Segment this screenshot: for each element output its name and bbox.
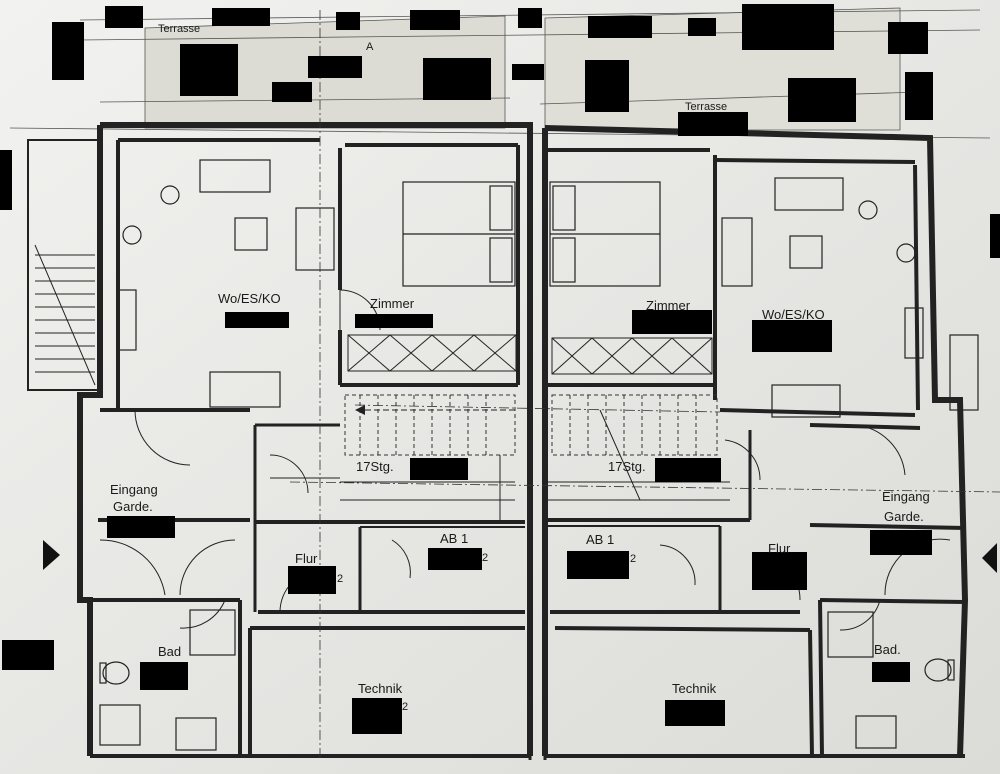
terrace-right-label: Terrasse [685, 101, 728, 113]
tech-left-label: Technik [358, 681, 403, 696]
exterior-stair-left [27, 139, 99, 391]
hall-right-label: Flur [768, 541, 791, 556]
entry-arrow-left-icon [982, 543, 997, 573]
interior-stair-right [551, 394, 718, 456]
tech-right-label: Technik [672, 681, 717, 696]
wardrobe-right [551, 337, 713, 375]
bath-right-label: Bad. [874, 642, 901, 657]
room-right-label: Zimmer [646, 298, 691, 313]
living-right-label: Wo/ES/KO [762, 307, 825, 322]
stairs-right-label: 17Stg. [608, 459, 646, 474]
bed-icon [402, 181, 516, 287]
store-left-label: AB 1 [440, 531, 469, 546]
store-left-unit: 2 [482, 552, 489, 564]
washbasin-icon [855, 715, 897, 749]
hall-left-label: Flur [295, 551, 318, 566]
wardrobe-left [347, 334, 517, 372]
living-furniture-right [721, 177, 979, 418]
entry-left-label: Eingang [110, 482, 158, 497]
chair-icon [160, 185, 180, 205]
tech-left-unit: 2 [402, 701, 409, 713]
room-left-label: Zimmer [370, 296, 415, 311]
entry-right-label: Eingang [882, 489, 930, 504]
stairs-left-label: 17Stg. [356, 459, 394, 474]
toilet-icon [102, 661, 130, 685]
hall-left-unit: 2 [337, 573, 344, 585]
living-furniture-left [117, 159, 335, 408]
bed-icon [549, 181, 661, 287]
terrace-left-label: Terrasse [158, 23, 201, 35]
wardrobe-left-label: Garde. [113, 499, 153, 514]
wall-right-unit-outer [544, 125, 969, 757]
store-right-unit: 2 [630, 553, 637, 565]
axis-marker-label: A [366, 41, 374, 53]
living-left-label: Wo/ES/KO [218, 291, 281, 306]
stair-direction-arrow-icon [355, 405, 515, 415]
redaction-blocks [0, 4, 1000, 734]
entry-arrow-right-icon [43, 540, 60, 570]
store-right-label: AB 1 [586, 532, 615, 547]
bath-left-label: Bad [158, 644, 182, 659]
table-icon [234, 217, 268, 251]
washbasin-icon [175, 717, 217, 751]
toilet-icon [924, 658, 952, 682]
wardrobe-right-label: Garde. [884, 509, 924, 524]
